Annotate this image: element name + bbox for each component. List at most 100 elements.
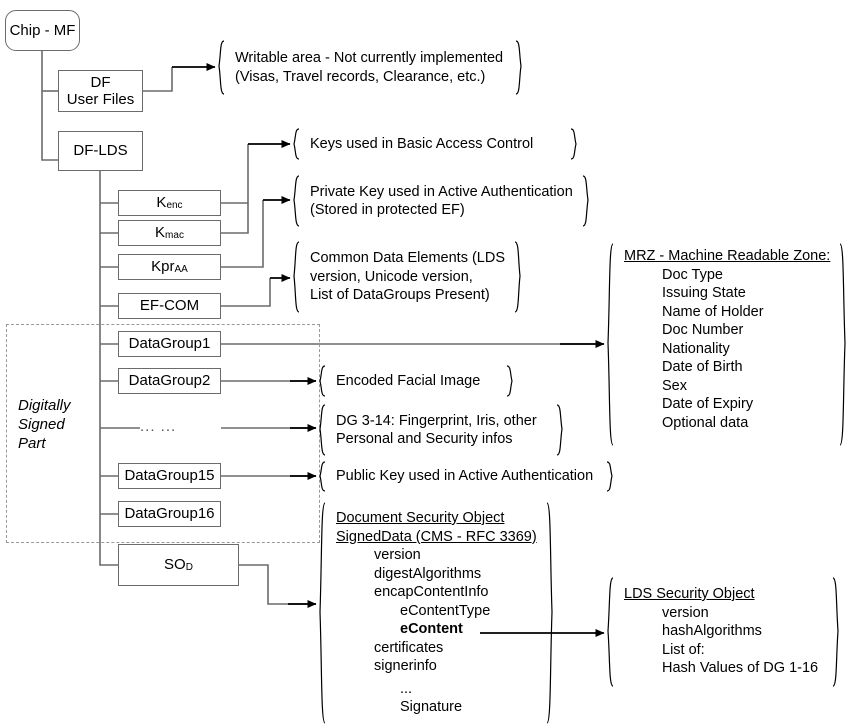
note-line: Signature [400, 699, 463, 715]
node-ef-com[interactable]: EF-COM [118, 293, 221, 319]
brace-left-icon [290, 175, 301, 227]
note-line: signerinfo [374, 658, 437, 674]
node-datagroup2[interactable]: DataGroup2 [118, 368, 221, 394]
brace-right-icon [505, 365, 516, 397]
note-facial-image: Encoded Facial Image [316, 365, 516, 397]
note-private-key-aa: Private Key used in Active Authenticatio… [290, 175, 589, 227]
brace-left-icon [215, 40, 226, 95]
note-common-data-elements-text: Common Data Elements (LDS version, Unico… [301, 241, 513, 313]
brace-right-icon [545, 502, 556, 724]
note-public-key-aa-text: Public Key used in Active Authentication [327, 461, 605, 492]
note-line: Sex [662, 377, 687, 394]
note-line: (Visas, Travel records, Clearance, etc.) [235, 68, 486, 85]
note-line: version [662, 604, 709, 621]
node-kenc-sub: enc [166, 200, 183, 212]
note-writable-area: Writable area - Not currently implemente… [215, 40, 525, 95]
note-private-key-aa-text: Private Key used in Active Authenticatio… [301, 175, 581, 227]
brace-left-icon [316, 404, 327, 456]
node-datagroup15[interactable]: DataGroup15 [118, 463, 221, 489]
note-dso-header: SignedData (CMS - RFC 3369) [336, 528, 537, 545]
note-document-security-object: Document Security Object SignedData (CMS… [316, 502, 553, 724]
note-line: certificates [374, 639, 444, 656]
note-mrz-text: MRZ - Machine Readable Zone: Doc Type Is… [615, 243, 838, 446]
note-common-data-elements: Common Data Elements (LDS version, Unico… [290, 241, 521, 313]
node-datagroup16[interactable]: DataGroup16 [118, 501, 221, 527]
digitally-signed-label: Digitally Signed Part [18, 397, 71, 452]
note-line: Hash Values of DG 1-16 [662, 660, 819, 676]
node-kpr-aa-base: Kpr [151, 258, 175, 276]
node-kmac-sub: mac [165, 230, 184, 242]
brace-left-icon [316, 502, 327, 724]
note-line: Personal and Security infos [336, 431, 513, 447]
note-line: eContentType [400, 602, 491, 619]
brace-left-icon [316, 461, 327, 492]
brace-right-icon [838, 243, 849, 446]
node-df-user-files[interactable]: DF User Files [58, 70, 143, 112]
note-public-key-aa: Public Key used in Active Authentication [316, 461, 616, 492]
digitally-signed-region [6, 324, 320, 543]
note-line: version, Unicode version, [310, 268, 473, 285]
brace-left-icon [316, 365, 327, 397]
note-bac-keys-text: Keys used in Basic Access Control [301, 128, 569, 160]
note-dg-3-14-text: DG 3-14: Fingerprint, Iris, other Person… [327, 404, 555, 456]
note-line: version [374, 547, 421, 563]
node-chip-mf[interactable]: Chip - MF [5, 10, 80, 51]
note-mrz: MRZ - Machine Readable Zone: Doc Type Is… [604, 243, 846, 446]
brace-right-icon [831, 577, 842, 687]
note-line: DG 3-14: Fingerprint, Iris, other [336, 412, 537, 429]
note-line: hashAlgorithms [662, 623, 762, 639]
brace-right-icon [581, 175, 592, 227]
note-line: Public Key used in Active Authentication [336, 468, 594, 485]
node-df-lds[interactable]: DF-LDS [58, 131, 143, 171]
note-line: List of DataGroups Present) [310, 287, 490, 304]
note-line: Writable area - Not currently implemente… [235, 50, 504, 66]
note-line: Doc Number [662, 322, 744, 338]
note-line: encapContentInfo [374, 584, 489, 600]
note-line: List of: [662, 641, 705, 658]
note-line: Issuing State [662, 285, 746, 301]
brace-left-icon [290, 241, 301, 313]
note-mrz-header: MRZ - Machine Readable Zone: [624, 248, 831, 264]
node-sod-base: SO [164, 556, 186, 574]
note-line: ... [400, 680, 413, 697]
note-line: Encoded Facial Image [336, 372, 481, 389]
brace-left-icon [290, 128, 301, 160]
brace-right-icon [569, 128, 580, 160]
note-line: Common Data Elements (LDS [310, 250, 506, 267]
note-line: Keys used in Basic Access Control [310, 135, 534, 152]
node-datagroup-ellipsis: ... ... [140, 418, 177, 435]
note-line: digestAlgorithms [374, 565, 482, 582]
note-writable-area-text: Writable area - Not currently implemente… [226, 40, 514, 95]
node-kenc-base: K [156, 194, 167, 212]
node-datagroup1[interactable]: DataGroup1 [118, 331, 221, 357]
node-sod-sub: D [185, 562, 193, 574]
note-dso-header: Document Security Object [336, 510, 505, 526]
note-line: Private Key used in Active Authenticatio… [310, 183, 573, 200]
note-dg-3-14: DG 3-14: Fingerprint, Iris, other Person… [316, 404, 566, 456]
brace-right-icon [513, 241, 524, 313]
note-bac-keys: Keys used in Basic Access Control [290, 128, 580, 160]
note-line: Doc Type [662, 266, 723, 283]
note-line: Name of Holder [662, 303, 764, 320]
note-line: Date of Expiry [662, 396, 754, 412]
node-kmac-base: K [155, 224, 166, 242]
note-document-security-object-text: Document Security Object SignedData (CMS… [327, 502, 545, 724]
brace-right-icon [605, 461, 616, 492]
note-line: (Stored in protected EF) [310, 202, 465, 218]
brace-right-icon [555, 404, 566, 456]
brace-left-icon [604, 577, 615, 687]
note-line-econtent: eContent [400, 621, 463, 637]
note-lso-header: LDS Security Object [624, 586, 755, 602]
note-lds-security-object-text: LDS Security Object version hashAlgorith… [615, 577, 831, 687]
brace-left-icon [604, 243, 615, 446]
note-facial-image-text: Encoded Facial Image [327, 365, 505, 397]
note-lds-security-object: LDS Security Object version hashAlgorith… [604, 577, 842, 687]
note-line: Nationality [662, 340, 730, 357]
brace-right-icon [514, 40, 525, 95]
node-kpr-aa-sub: AA [174, 264, 188, 276]
